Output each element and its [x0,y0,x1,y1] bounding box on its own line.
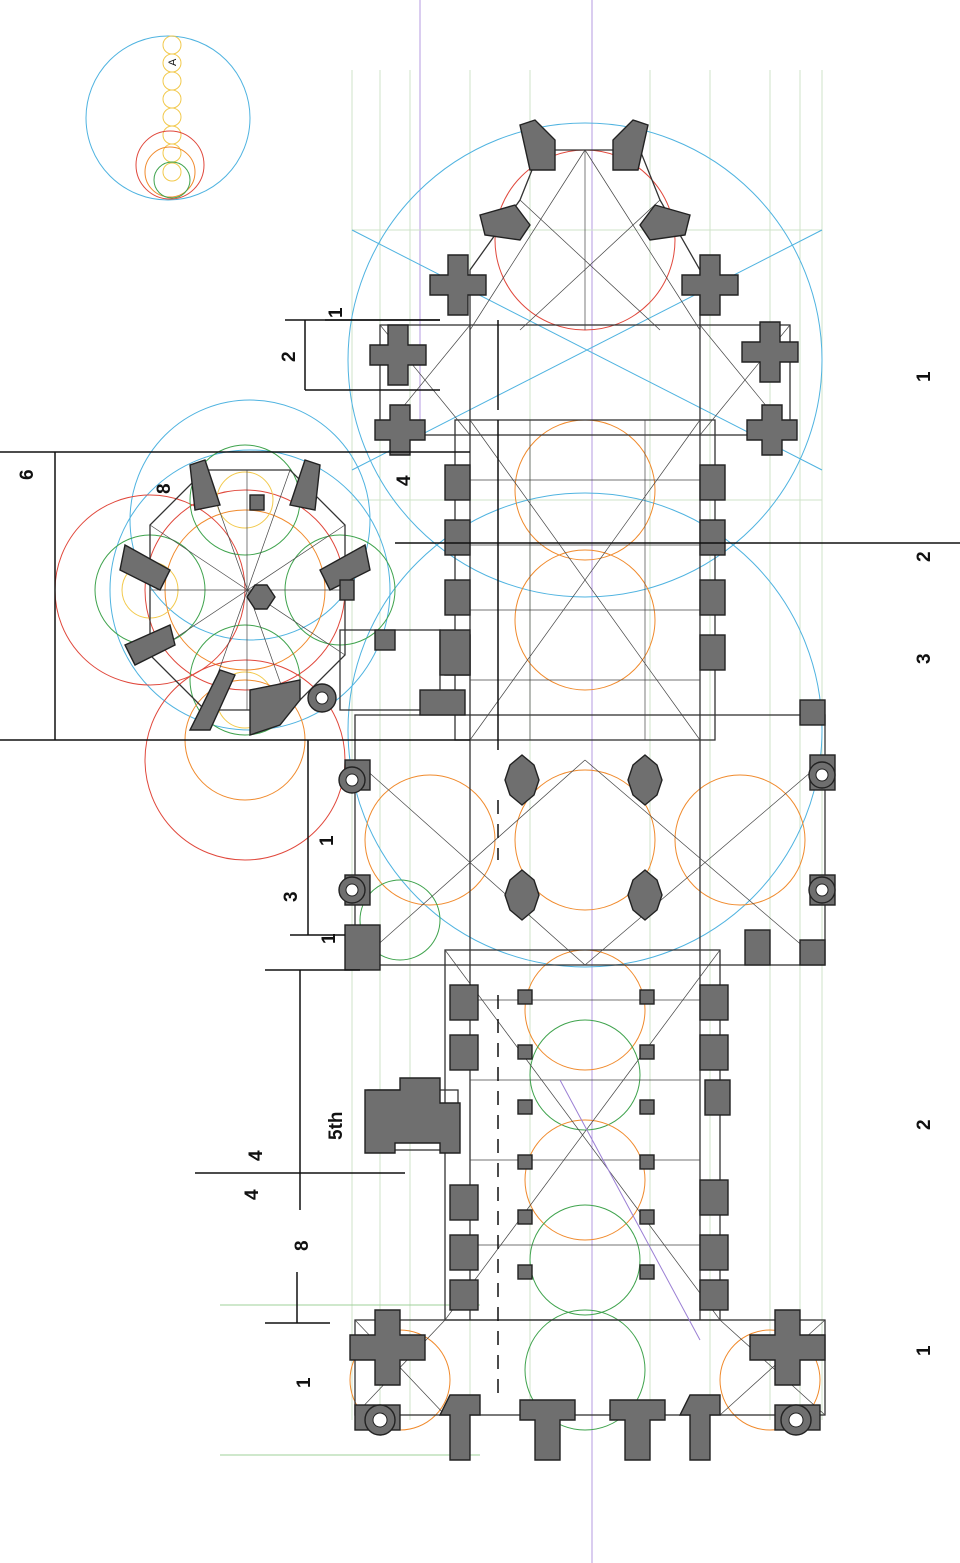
legend-letter: A [167,58,179,66]
dim-label-6: 6 [17,469,38,480]
dim-label-4-b: 4 [242,1189,263,1200]
legend-circle-diagram: A [135,35,205,200]
right-label-2-lower: 2 [914,1119,935,1130]
proportion-labels-right: 1 2 3 2 1 [914,371,935,1356]
right-label-1-bottom: 1 [914,1345,935,1356]
right-label-3: 3 [914,653,935,664]
blue-construction-circles [85,35,823,968]
dim-label-5th: 5th [326,1112,347,1141]
vault-ribs [149,149,826,1416]
dim-label-1-crossing: 1 [317,835,338,846]
dimension-labels: 1 2 6 8 4 1 3 1 5th 4 4 8 1 [17,307,415,1388]
dim-label-1-top: 1 [326,307,347,318]
dim-label-1-low: 1 [319,933,340,944]
piers [119,119,836,1461]
dim-label-4-top: 4 [394,475,415,486]
dim-label-3-left: 3 [281,891,302,902]
dimension-lines [0,319,960,1400]
dim-label-2-left: 2 [279,351,300,362]
church-walls [149,149,826,1416]
right-label-1-top: 1 [914,371,935,382]
dim-label-8-bottom: 8 [292,1240,313,1251]
construction-grid [220,0,823,1563]
right-label-2: 2 [914,551,935,562]
dim-label-1-bottom-left: 1 [294,1377,315,1388]
dim-label-4-a: 4 [246,1150,267,1161]
dim-label-8-chapter: 8 [154,483,175,494]
